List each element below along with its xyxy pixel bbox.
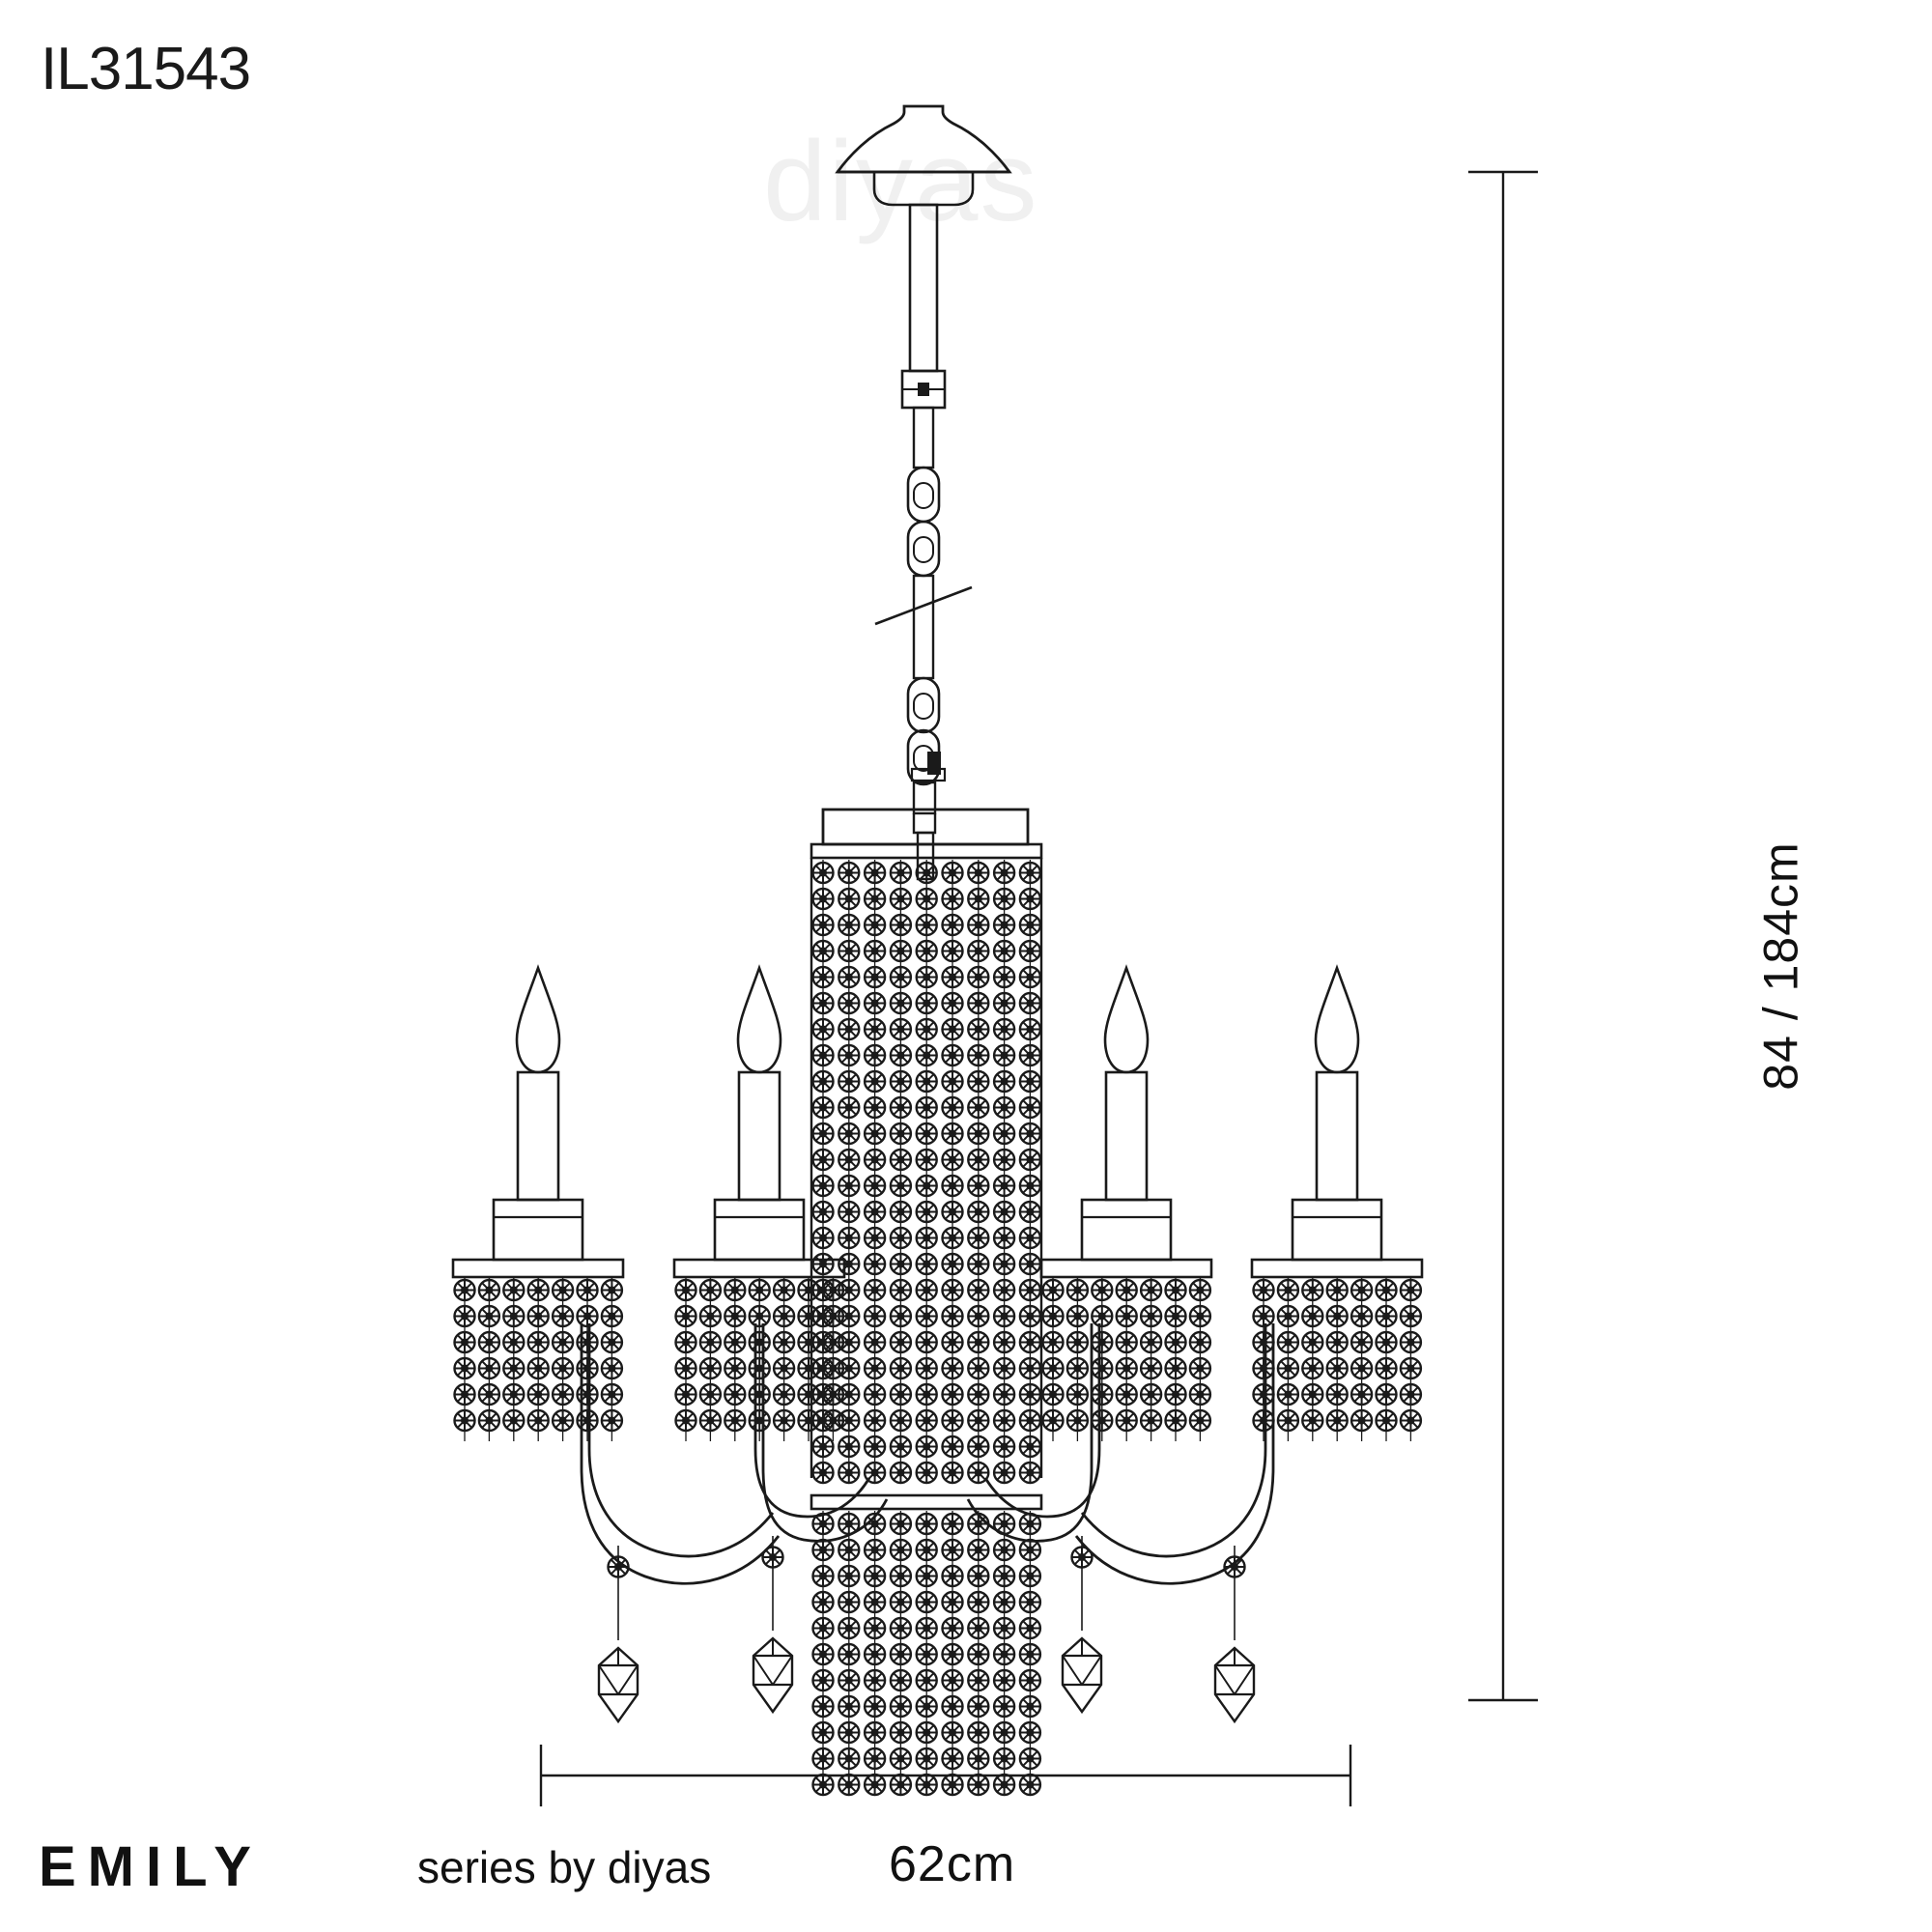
series-byline: series by diyas (417, 1842, 712, 1892)
product-code: IL31543 (41, 36, 251, 102)
width-dimension-label: 62cm (889, 1836, 1016, 1892)
candle-group-3 (1080, 966, 1173, 1262)
candle-group-4 (1291, 966, 1383, 1262)
diyas-watermark: diyas (763, 118, 1039, 245)
suspension-chain (874, 203, 973, 881)
lower-crystal-drum (810, 1493, 1043, 1797)
dimension-lines (539, 170, 1538, 1806)
candle-group-1 (492, 966, 584, 1262)
series-name: EMILY (39, 1835, 263, 1898)
height-dimension-label: 84 / 184cm (1753, 841, 1808, 1091)
candle-group-2 (713, 966, 806, 1262)
arm-bead-trays (451, 1258, 1424, 1441)
ceiling-rose (835, 104, 1012, 207)
arm-crystal-drops (597, 1536, 1256, 1723)
upper-crystal-drum (810, 808, 1043, 1485)
